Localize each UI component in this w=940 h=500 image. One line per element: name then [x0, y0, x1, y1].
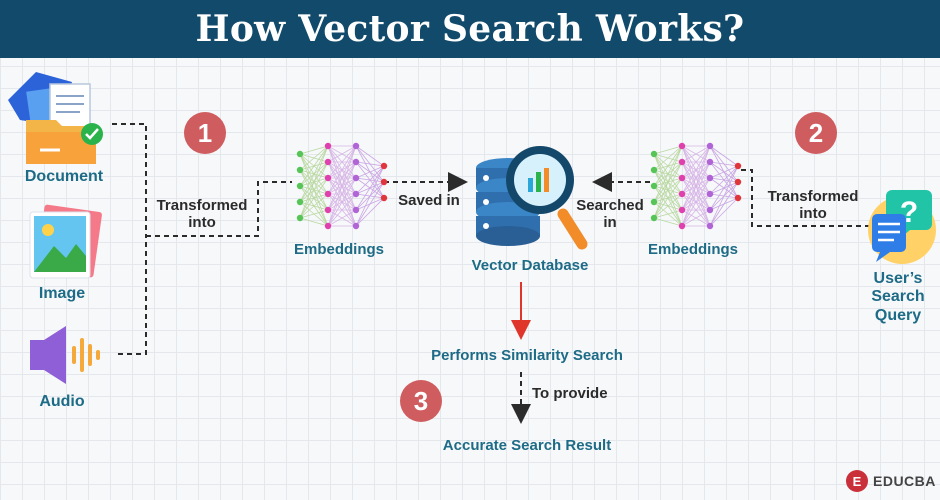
network-node	[678, 158, 686, 166]
connector-document	[112, 123, 147, 236]
network-node	[324, 174, 332, 182]
image-icon	[29, 204, 102, 279]
network-node	[380, 178, 388, 186]
network-node	[352, 174, 360, 182]
network-node	[296, 166, 304, 174]
magnifier-icon	[506, 146, 588, 250]
network-node	[678, 174, 686, 182]
diagram-canvas: ?	[8, 72, 936, 424]
user-search-query-label: User’s Search Query	[871, 270, 925, 324]
embeddings-left-label: Embeddings	[293, 241, 384, 258]
network-node	[678, 206, 686, 214]
document-icon	[8, 72, 103, 164]
chat-question-icon: ?	[868, 190, 936, 264]
search-result-label: Accurate Search Result	[442, 437, 612, 454]
left-connectors	[112, 123, 468, 355]
neural-network-icon-left	[296, 142, 388, 230]
network-node	[296, 198, 304, 206]
similarity-search-label: Performs Similarity Search	[431, 347, 623, 364]
network-node	[706, 222, 714, 230]
network-node	[706, 206, 714, 214]
network-node	[352, 190, 360, 198]
network-node	[650, 166, 658, 174]
network-node	[324, 190, 332, 198]
embeddings-right-label: Embeddings	[647, 241, 738, 258]
transformed-into-right-label: Transformed into	[767, 188, 859, 223]
network-node	[650, 182, 658, 190]
network-node	[380, 194, 388, 202]
network-node	[706, 158, 714, 166]
network-node	[734, 178, 742, 186]
searched-in-label: Searched in	[576, 197, 644, 232]
network-node	[734, 194, 742, 202]
network-node	[706, 142, 714, 150]
audio-label: Audio	[39, 393, 85, 410]
transformed-into-left-label: Transformed into	[156, 197, 248, 232]
step-1-badge: 1	[184, 112, 226, 154]
network-node	[650, 214, 658, 222]
connector-query	[738, 169, 870, 227]
network-node	[380, 162, 388, 170]
network-node	[678, 190, 686, 198]
network-node	[296, 182, 304, 190]
network-node	[678, 142, 686, 150]
network-node	[678, 222, 686, 230]
connector-audio	[118, 236, 147, 355]
educba-logo-icon: E	[846, 470, 868, 492]
connector-to-embeddings-left	[146, 181, 292, 237]
network-node	[296, 150, 304, 158]
network-node	[324, 222, 332, 230]
network-node	[352, 222, 360, 230]
network-node	[734, 162, 742, 170]
neural-network-icon-right	[650, 142, 742, 230]
network-node	[650, 198, 658, 206]
network-node	[324, 206, 332, 214]
network-node	[324, 158, 332, 166]
to-provide-label: To provide	[532, 385, 608, 402]
image-label: Image	[38, 285, 86, 302]
step-2-badge: 2	[795, 112, 837, 154]
network-node	[650, 150, 658, 158]
network-node	[706, 190, 714, 198]
network-node	[296, 214, 304, 222]
network-node	[706, 174, 714, 182]
document-label: Document	[24, 168, 104, 185]
right-connectors	[511, 169, 870, 424]
network-node	[352, 206, 360, 214]
vector-database-label: Vector Database	[471, 257, 589, 274]
title-bar: How Vector Search Works?	[0, 0, 940, 58]
audio-icon	[30, 326, 100, 384]
brand-mark: E EDUCBA	[846, 470, 936, 492]
network-node	[352, 142, 360, 150]
network-node	[352, 158, 360, 166]
saved-in-label: Saved in	[398, 192, 460, 209]
page-title: How Vector Search Works?	[195, 8, 745, 50]
brand-name: EDUCBA	[873, 473, 936, 489]
network-node	[324, 142, 332, 150]
step-3-badge: 3	[400, 380, 442, 422]
